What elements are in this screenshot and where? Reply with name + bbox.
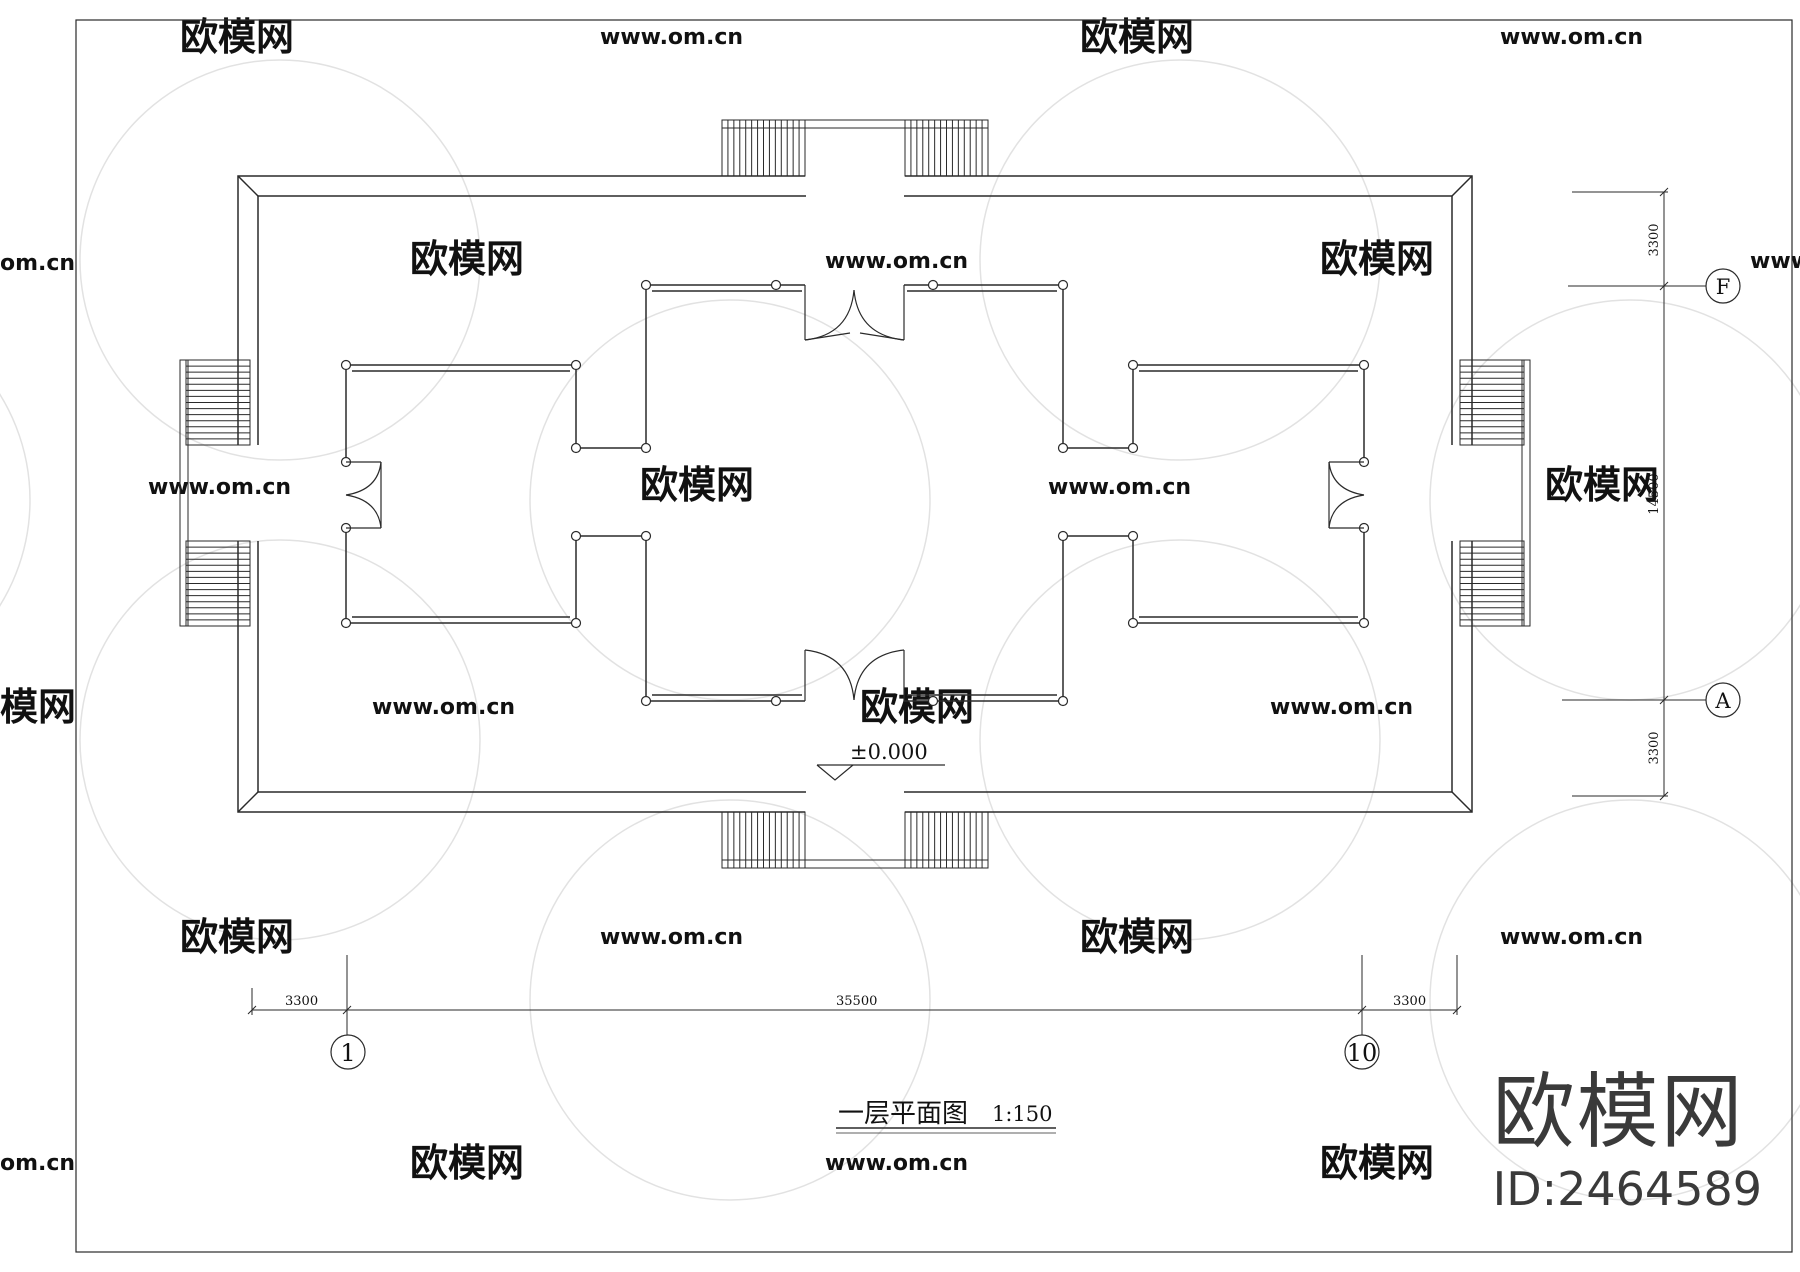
column [1057, 442, 1069, 454]
watermark-url: www.om.cn [148, 475, 291, 500]
stair-flight [1459, 359, 1525, 446]
column [640, 530, 652, 542]
column [1127, 442, 1139, 454]
column [770, 279, 782, 291]
watermark-url: www.om.cn [1270, 695, 1413, 720]
stair-flight [904, 119, 989, 177]
interior-walls [345, 284, 1365, 702]
brand-id: ID:2464589 [1492, 1162, 1762, 1216]
stair-flight [721, 811, 806, 869]
column [570, 530, 582, 542]
watermark-url: om.cn [0, 1151, 75, 1176]
drawing-title: 一层平面图 [838, 1099, 968, 1129]
stair-flight [721, 119, 806, 177]
watermark-url: www.om.cn [600, 25, 743, 50]
column [1057, 279, 1069, 291]
watermark-url: om.cn [0, 251, 75, 276]
watermark-logo: 欧模网 [640, 463, 754, 507]
column [640, 279, 652, 291]
axis-marker-1: 1 [330, 1034, 366, 1070]
watermark-logo: 欧模网 [860, 685, 974, 729]
drawing-scale: 1:150 [992, 1102, 1053, 1126]
level-text: ±0.000 [850, 740, 928, 764]
column [1127, 617, 1139, 629]
dim-left-bay: 3300 [285, 994, 318, 1009]
column [1127, 530, 1139, 542]
axis-label-10: 10 [1347, 1039, 1378, 1067]
stair-flight [904, 811, 989, 869]
dim-right-bay: 3300 [1393, 994, 1426, 1009]
axis-label-f: F [1716, 275, 1731, 299]
stair-landing [1521, 359, 1531, 627]
dim-bottom-bay: 3300 [1647, 731, 1662, 764]
stair-landing [721, 119, 989, 129]
stair-landing [721, 859, 989, 869]
entrance-stairs [179, 119, 1531, 869]
column [927, 695, 939, 707]
column [340, 359, 352, 371]
drawing-title-block: 一层平面图 1:150 [836, 1099, 1056, 1134]
watermark-logo: 欧模网 [410, 1141, 524, 1185]
column [570, 617, 582, 629]
watermark-logo: 欧模网 [410, 237, 524, 281]
watermark-url: www.om.cn [1048, 475, 1191, 500]
dim-top-bay: 3300 [1647, 223, 1662, 256]
column [570, 442, 582, 454]
axis-marker-10: 10 [1344, 1034, 1380, 1070]
watermark-url: www.om.cn [1500, 925, 1643, 950]
column [570, 359, 582, 371]
brand-watermark: 欧模网 ID:2464589 [1492, 1065, 1762, 1216]
watermark-logo: 欧模网 [1320, 237, 1434, 281]
stair-flight [1459, 540, 1525, 627]
watermark-logo: 欧模网 [180, 915, 294, 959]
column [1057, 530, 1069, 542]
column [1358, 617, 1370, 629]
stair-landing [179, 359, 189, 627]
watermark-url: www.om.cn [600, 925, 743, 950]
watermark-logo: 欧模网 [180, 15, 294, 59]
watermark-logo: 欧模网 [1080, 15, 1194, 59]
dim-middle-span: 14500 [1647, 473, 1662, 514]
watermark-texts: 欧模网 www.om.cn 欧模网 www.om.cn om.cn 欧模网 ww… [0, 15, 1800, 1185]
column [927, 279, 939, 291]
column [1358, 359, 1370, 371]
drawing-frame [75, 19, 1793, 1253]
doors [345, 285, 1365, 701]
axis-label-1: 1 [340, 1039, 355, 1067]
watermark-url: www.om.cn [1500, 25, 1643, 50]
brand-name: 欧模网 [1492, 1065, 1745, 1160]
watermark-logo: 欧模网 [1320, 1141, 1434, 1185]
bottom-dimension [247, 955, 1462, 1035]
watermark-layer [0, 59, 1800, 1201]
watermark-url: www.om.cn [372, 695, 515, 720]
column [1057, 695, 1069, 707]
axis-label-a: A [1714, 689, 1731, 713]
watermark-logo: 模网 [0, 685, 76, 729]
right-dimension [1562, 187, 1706, 801]
watermark-url: www.om.cn [825, 249, 968, 274]
column [640, 695, 652, 707]
axis-marker-f: F [1705, 268, 1741, 304]
axis-marker-a: A [1705, 682, 1741, 718]
watermark-url: www.om.cn [825, 1151, 968, 1176]
level-marker: ±0.000 [816, 740, 945, 781]
column [770, 695, 782, 707]
stair-flight [185, 359, 251, 446]
column [340, 617, 352, 629]
outer-wall [237, 175, 1473, 813]
dim-center-span: 35500 [836, 994, 877, 1009]
column [1127, 359, 1139, 371]
columns [340, 279, 1370, 707]
stair-flight [185, 540, 251, 627]
watermark-logo: 欧模网 [1545, 463, 1659, 507]
watermark-logo: 欧模网 [1080, 915, 1194, 959]
column [640, 442, 652, 454]
